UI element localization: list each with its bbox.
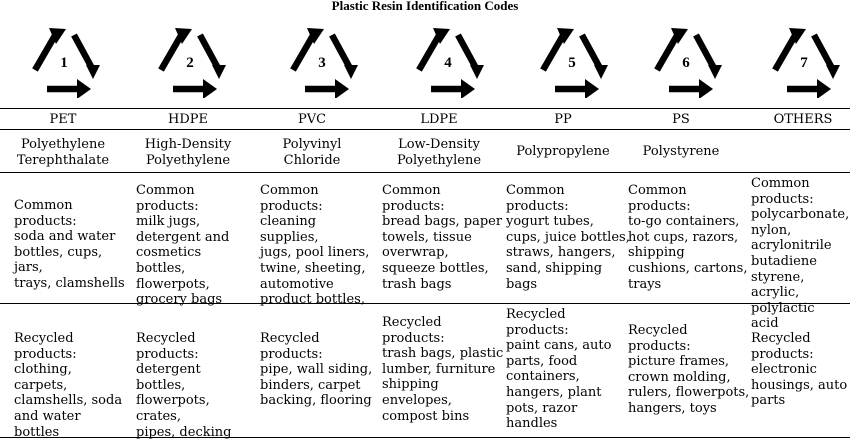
common-products: Common products: bread bags, paper towel… [382,183,503,292]
recycled-products: Recycled products: electronic housings, … [751,331,848,409]
resin-name: Polyvinyl Chloride [282,137,342,168]
common-products: Common products: polycarbonate, nylon, a… [751,176,850,332]
recycling-triangle-icon: 5 [534,22,610,98]
recycled-products: Recycled products: detergent bottles, fl… [136,331,232,440]
resin-code: PP [554,112,572,127]
resin-column-5: 5 PP Polypropylene Common products: yogu… [494,0,632,448]
resin-name: Polystyrene [642,144,720,159]
recycled-products: Recycled products: trash bags, plastic l… [382,315,504,424]
code-number: 6 [682,55,690,71]
resin-code: HDPE [168,112,208,127]
resin-name: High-Density Polyethylene [144,137,232,168]
page-title: Plastic Resin Identification Codes [331,0,519,13]
resin-name: Low-Density Polyethylene [396,137,482,168]
code-number: 4 [444,55,452,71]
resin-code: PVC [297,112,327,127]
resin-name: Polyethylene Terephthalate [16,137,110,168]
resin-column-2: 2 HDPE High-Density Polyethylene Common … [122,0,254,448]
common-products: Common products: soda and water bottles,… [14,198,125,291]
code-number: 5 [568,55,576,71]
common-products: Common products: to-go containers, hot c… [628,183,748,292]
resin-code: PS [672,112,690,127]
resin-column-4: 4 LDPE Low-Density Polyethylene Common p… [370,0,508,448]
divider-line [0,303,850,304]
recycled-products: Recycled products: picture frames, crown… [628,323,750,416]
divider-line [0,108,850,109]
recycling-triangle-icon: 2 [152,22,228,98]
resin-name: Polypropylene [516,144,610,159]
resin-column-3: 3 PVC Polyvinyl Chloride Common products… [246,0,378,448]
common-products: Common products: cleaning supplies, jugs… [260,183,370,308]
resin-column-7: 7 OTHERS Common products: polycarbonate,… [740,0,850,448]
recycled-products: Recycled products: clothing, carpets, cl… [14,331,123,440]
recycled-products: Recycled products: pipe, wall siding, bi… [260,331,373,409]
code-number: 1 [60,55,68,71]
recycling-triangle-icon: 1 [26,22,102,98]
recycling-triangle-icon: 3 [284,22,360,98]
divider-line [0,172,850,173]
resin-column-6: 6 PS Polystyrene Common products: to-go … [612,0,750,448]
recycling-triangle-icon: 7 [766,22,842,98]
resin-code: PET [49,112,77,127]
divider-line [0,129,850,130]
resin-column-1: 1 PET Polyethylene Terephthalate Common … [0,0,126,448]
resin-code: LDPE [420,112,458,127]
recycled-products: Recycled products: paint cans, auto part… [506,307,612,432]
code-number: 3 [318,55,326,71]
resin-code: OTHERS [773,112,833,127]
code-number: 7 [800,55,808,71]
common-products: Common products: yogurt tubes, cups, jui… [506,183,630,292]
recycling-triangle-icon: 4 [410,22,486,98]
code-number: 2 [186,55,194,71]
common-products: Common products: milk jugs, detergent an… [136,183,230,308]
recycling-triangle-icon: 6 [648,22,724,98]
divider-line [0,437,850,438]
